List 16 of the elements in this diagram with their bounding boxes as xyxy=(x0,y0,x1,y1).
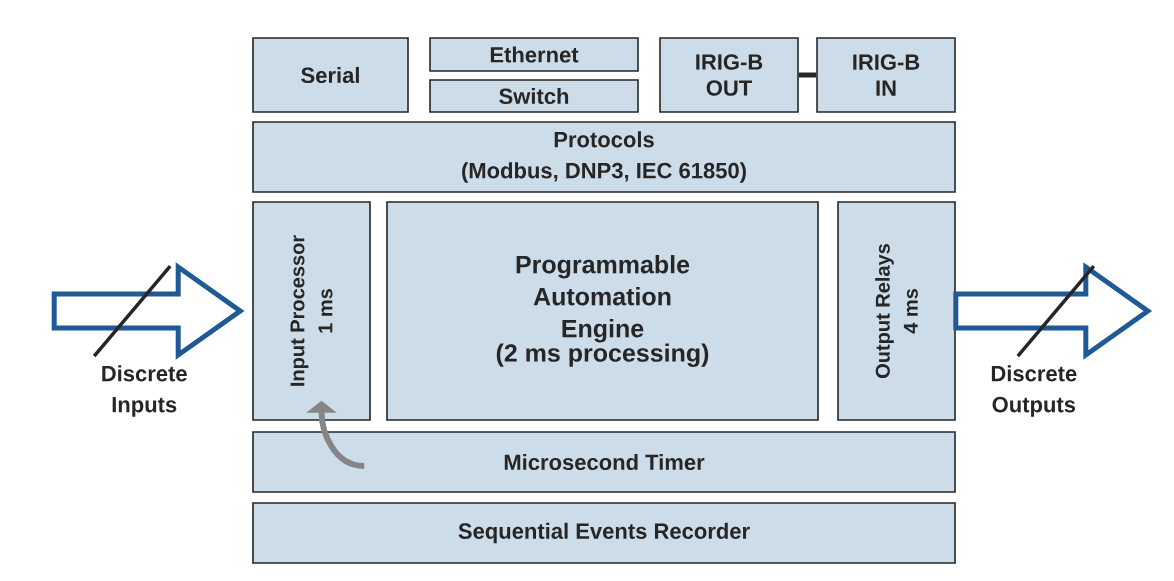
module-box: Ethernet xyxy=(429,37,639,72)
module-box: Switch xyxy=(429,79,639,113)
connector-line xyxy=(798,72,817,78)
module-box: Serial xyxy=(252,37,409,113)
process-box: Input Processor 1 ms xyxy=(252,201,371,421)
edge-label: Discrete Outputs xyxy=(991,365,1077,417)
engine-box: Programmable Automation Engine (2 ms processing) xyxy=(386,201,819,421)
edge-label: Discrete Inputs xyxy=(102,365,187,417)
port-box: IRIG-B OUT xyxy=(659,37,799,113)
module-box: Sequential Events Recorder xyxy=(252,502,956,564)
module-box: Protocols (Modbus, DNP3, IEC 61850) xyxy=(252,121,956,193)
process-box: Output Relays 4 ms xyxy=(837,201,956,421)
port-box: IRIG-B IN xyxy=(816,37,956,113)
bus-arrow xyxy=(953,262,1153,360)
module-box: Microsecond Timer xyxy=(252,431,956,493)
bus-arrow xyxy=(51,262,245,360)
